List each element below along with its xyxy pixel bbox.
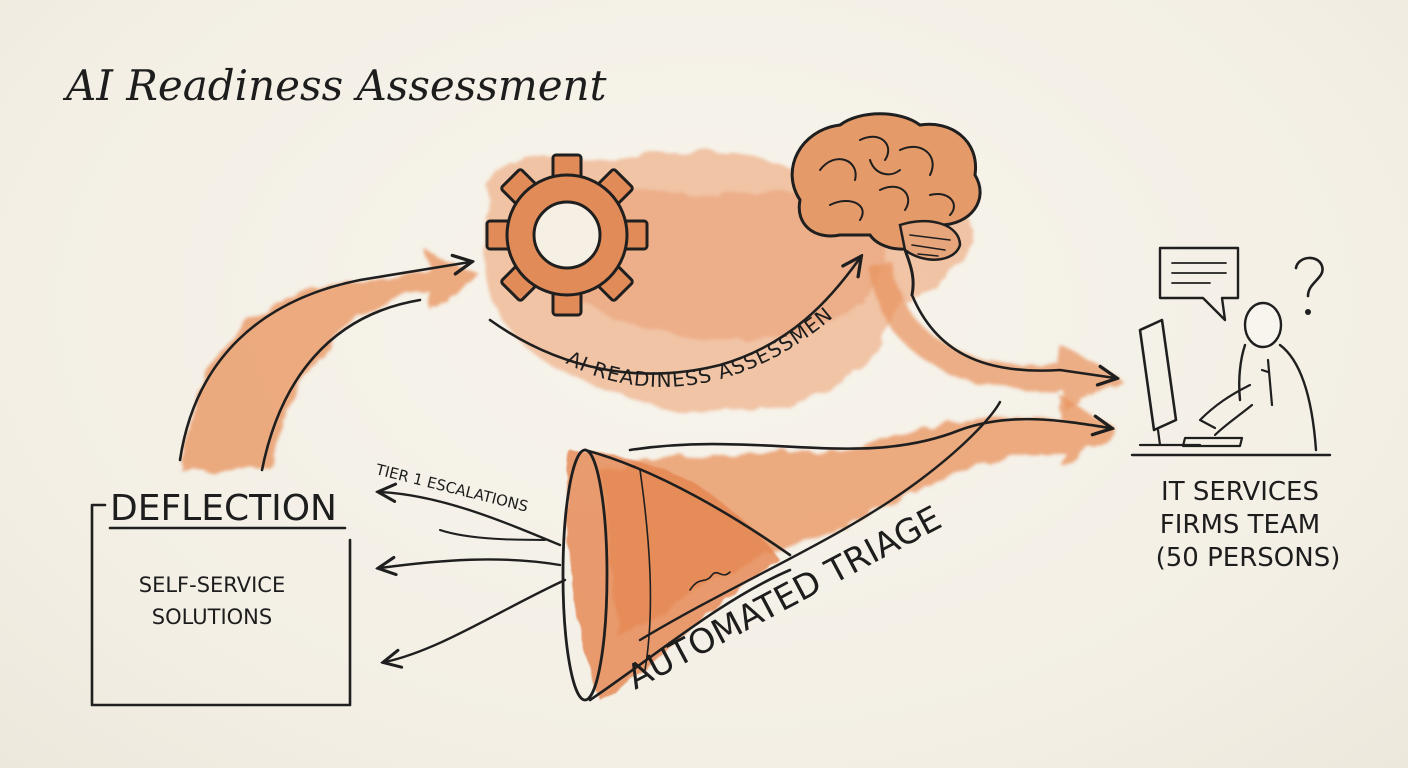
wash-arrows bbox=[180, 250, 1120, 640]
funnel-icon bbox=[561, 448, 792, 702]
escalation-label: TIER 1 ESCALATIONS bbox=[373, 460, 530, 516]
team-label-line1: IT SERVICES bbox=[1161, 477, 1319, 507]
gear-icon bbox=[485, 153, 649, 317]
deflection-heading: DEFLECTION bbox=[110, 488, 337, 529]
deflection-box: DEFLECTION SELF-SERVICE SOLUTIONS bbox=[90, 488, 352, 707]
deflection-body-line1: SELF-SERVICE bbox=[139, 573, 286, 597]
speech-bubble-icon bbox=[1158, 246, 1240, 322]
brain-icon bbox=[790, 112, 982, 297]
ink-arrows bbox=[178, 258, 1115, 662]
team-label-line3: (50 PERSONS) bbox=[1156, 543, 1341, 573]
person-at-computer-icon bbox=[1130, 246, 1332, 457]
question-mark-icon bbox=[1294, 256, 1324, 315]
deflection-body-line2: SOLUTIONS bbox=[152, 605, 272, 629]
team-label-line2: FIRMS TEAM bbox=[1160, 510, 1320, 540]
page-title: AI Readiness Assessment bbox=[62, 61, 607, 110]
